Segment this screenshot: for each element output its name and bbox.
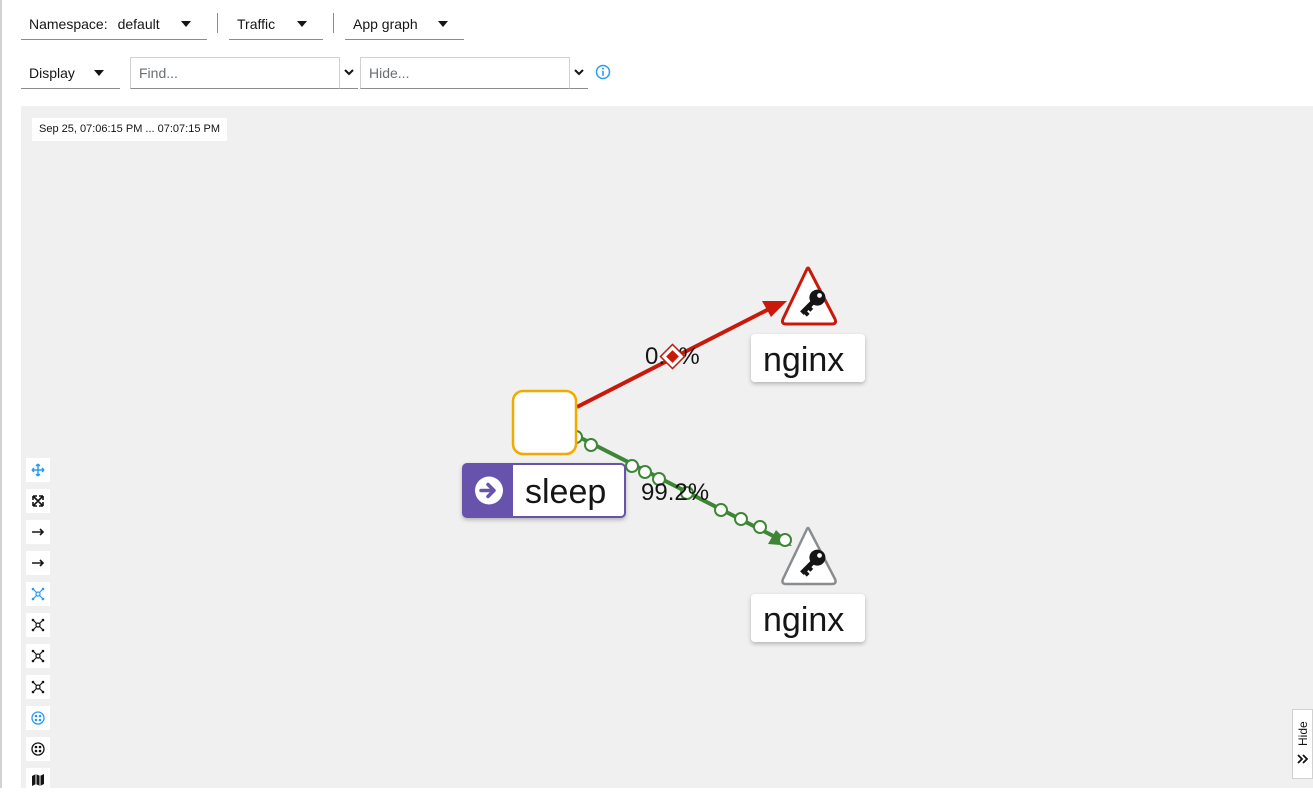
graph-type-dropdown[interactable]: App graph [345,8,464,40]
zoom-in-button[interactable] [26,520,50,544]
error-marker [659,343,686,370]
nginx-ok-node-name: nginx [763,601,844,639]
hide-input[interactable] [360,57,570,89]
toolbar-separator [217,13,218,33]
topology-icon [31,587,45,601]
nginx-error-node[interactable] [780,266,838,326]
left-nav-border [0,0,2,788]
info-icon[interactable] [595,64,611,80]
namespace-label: Namespace: [29,15,108,32]
graph-type-label: App graph [353,15,418,32]
graph-canvas[interactable]: Sep 25, 07:06:15 PM ... 07:07:15 PM [21,106,1313,792]
topology-icon [31,649,45,663]
pan-icon [31,463,45,477]
ok-edge-label: 99.2% [641,479,709,506]
layout-dagre-button[interactable] [26,644,50,668]
layout-cola-button[interactable] [26,613,50,637]
fit-to-screen-button[interactable] [26,489,50,513]
namespace-group-icon [31,711,45,725]
nginx-error-label-box[interactable] [751,334,865,382]
namespace-box-button[interactable] [26,737,50,761]
key-icon [800,549,826,577]
caret-down-icon [94,70,104,76]
namespace-group-icon [31,742,45,756]
hide-panel-label: Hide [1296,721,1310,746]
traffic-animation [569,430,792,547]
key-icon [800,289,826,317]
topology-icon [31,680,45,694]
hide-history-toggle[interactable] [570,57,588,89]
arrow-right-icon [32,528,45,536]
nginx-ok-label-box[interactable] [751,594,865,642]
chevron-down-icon [344,69,354,76]
layout-grid-button[interactable] [26,675,50,699]
pan-button[interactable] [26,458,50,482]
legend-button[interactable] [26,768,50,792]
toolbar-separator [333,13,334,33]
namespace-dropdown[interactable]: Namespace: default [21,8,207,40]
hide-panel-toggle[interactable]: Hide [1292,709,1313,779]
nginx-ok-node[interactable] [781,526,837,586]
source-node-label[interactable] [462,463,626,518]
zoom-out-button[interactable] [26,551,50,575]
service-entry-icon [475,476,503,505]
display-label: Display [29,64,75,81]
source-node[interactable] [511,389,578,456]
expand-icon [32,495,44,507]
double-chevron-right-icon [1297,754,1308,764]
topology-icon [31,618,45,632]
nginx-error-node-name: nginx [763,341,844,379]
find-input[interactable] [130,57,340,89]
namespace-value: default [117,15,160,32]
caret-down-icon [181,21,191,27]
find-history-toggle[interactable] [340,57,358,89]
chevron-down-icon [574,69,584,76]
graph-timestamp: Sep 25, 07:06:15 PM ... 07:07:15 PM [32,118,228,141]
graph-svg: 0.8% 99.2% sleep [462,266,865,642]
traffic-dropdown[interactable]: Traffic [229,8,323,40]
caret-down-icon [438,21,448,27]
source-node-name: sleep [525,473,606,511]
map-icon [32,774,44,786]
namespace-layout-button[interactable] [26,706,50,730]
layout-default-button[interactable] [26,582,50,606]
traffic-label: Traffic [237,15,276,32]
caret-down-icon [297,21,307,27]
arrow-right-icon [32,559,45,567]
display-dropdown[interactable]: Display [21,57,120,89]
